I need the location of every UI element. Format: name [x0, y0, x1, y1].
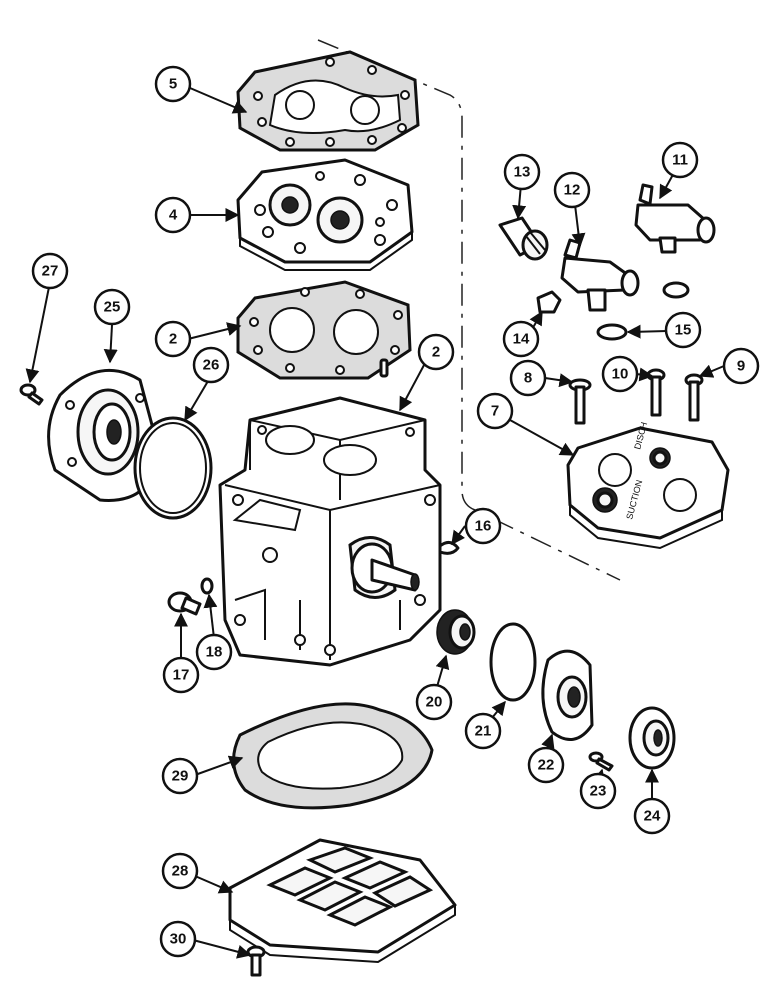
svg-text:5: 5 — [169, 76, 177, 93]
callout-11: 11 — [661, 141, 699, 179]
callout-14: 14 — [502, 320, 540, 358]
svg-text:22: 22 — [538, 757, 555, 774]
svg-text:24: 24 — [644, 808, 661, 825]
callout-24: 24 — [633, 797, 671, 835]
part-17-plug — [167, 591, 202, 616]
svg-text:27: 27 — [42, 263, 59, 280]
part-22-seal-plate — [541, 649, 594, 741]
part-15-o-ring-b — [662, 281, 690, 299]
part-9-bolt — [684, 373, 704, 422]
part-30-bolt — [246, 945, 266, 977]
part-12-service-valve — [560, 238, 640, 312]
part-21-o-ring — [489, 622, 537, 702]
part-6-valve-plate-gasket — [236, 50, 420, 152]
part-7-cylinder-head: SUCTION DISCH — [566, 421, 730, 550]
svg-text:7: 7 — [491, 403, 499, 420]
part-27-screw — [19, 383, 44, 406]
svg-text:30: 30 — [170, 931, 187, 948]
callout-22: 22 — [527, 746, 565, 784]
svg-text:2: 2 — [432, 344, 440, 361]
svg-text:2: 2 — [169, 331, 177, 348]
callout-28: 28 — [161, 852, 199, 890]
svg-text:12: 12 — [564, 182, 581, 199]
callout-12: 12 — [553, 171, 591, 209]
callout-23: 23 — [579, 772, 617, 810]
svg-text:13: 13 — [514, 164, 531, 181]
part-5-valve-plate — [236, 158, 414, 271]
part-4-head-gasket — [236, 280, 412, 380]
part-18-o-ring — [200, 577, 214, 595]
svg-text:8: 8 — [524, 370, 532, 387]
svg-text:21: 21 — [475, 723, 492, 740]
callout-25: 25 — [93, 288, 131, 326]
callout-15: 15 — [664, 311, 702, 349]
part-29-base-gasket — [232, 702, 434, 810]
svg-text:20: 20 — [426, 694, 443, 711]
callout-17: 17 — [162, 656, 200, 694]
callout-27: 27 — [31, 252, 69, 290]
part-13-fitting — [498, 216, 549, 261]
alignment-dash-line — [317, 39, 621, 581]
svg-text:29: 29 — [172, 768, 189, 785]
svg-text:26: 26 — [203, 357, 220, 374]
svg-text:28: 28 — [172, 863, 189, 880]
part-15-o-ring — [596, 323, 628, 341]
callout-8: 8 — [509, 359, 547, 397]
part-8-bolt — [568, 378, 592, 425]
svg-text:15: 15 — [675, 322, 692, 339]
callout-6: 5 — [154, 65, 192, 103]
callout-13: 13 — [503, 153, 541, 191]
svg-text:4: 4 — [169, 207, 178, 224]
part-20-shaft-seal — [436, 609, 476, 655]
part-16-key — [438, 541, 460, 555]
svg-text:18: 18 — [206, 644, 223, 661]
svg-text:14: 14 — [513, 331, 530, 348]
callout-10: 10 — [601, 355, 639, 393]
part-11-service-valve — [634, 183, 716, 254]
part-23-screw — [588, 751, 614, 772]
callout-2: 2 — [417, 333, 455, 371]
svg-text:25: 25 — [104, 299, 121, 316]
dowel-pin — [379, 358, 389, 378]
callout-16: 16 — [464, 507, 502, 545]
svg-text:9: 9 — [737, 358, 745, 375]
callout-26: 26 — [192, 346, 230, 384]
svg-text:10: 10 — [612, 366, 629, 383]
part-14-cap-nut — [536, 290, 562, 314]
part-26-o-ring — [133, 416, 213, 520]
callout-30: 30 — [159, 920, 197, 958]
callout-21: 21 — [464, 712, 502, 750]
callout-20: 20 — [415, 683, 453, 721]
callout-29: 29 — [161, 757, 199, 795]
callout-7: 7 — [476, 392, 514, 430]
svg-text:17: 17 — [173, 667, 190, 684]
part-2-compressor-body — [218, 396, 442, 667]
svg-text:11: 11 — [672, 152, 688, 169]
part-24-dust-cover — [628, 706, 676, 770]
callout-9: 9 — [722, 347, 760, 385]
callout-4: 2 — [154, 320, 192, 358]
svg-text:16: 16 — [475, 518, 492, 535]
part-28-base-plate — [228, 838, 457, 964]
callout-18: 18 — [195, 633, 233, 671]
svg-text:23: 23 — [590, 783, 607, 800]
callout-5: 4 — [154, 196, 192, 234]
part-25-front-cover — [47, 368, 162, 502]
